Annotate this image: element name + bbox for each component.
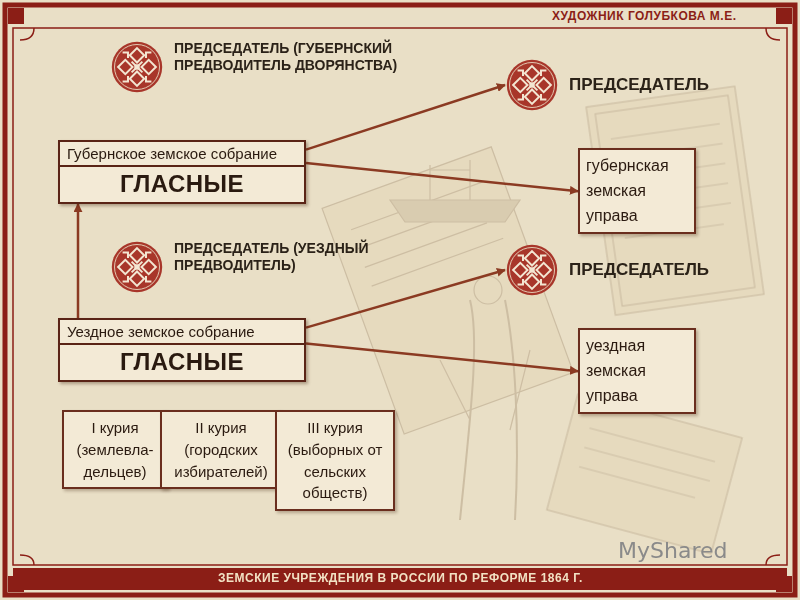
node-text: III курия (выборных от сельских обществ) xyxy=(281,417,389,504)
node-text: ПРЕДСЕДАТЕЛЬ xyxy=(569,75,709,95)
arrow-connector xyxy=(306,163,578,191)
chairman-heading: ПРЕДСЕДАТЕЛЬ (ГУБЕРНСКИЙ ПРЕДВОДИТЕЛЬ ДВ… xyxy=(110,40,446,94)
node-text: губернская земская управа xyxy=(586,154,688,228)
assembly-box: Уездное земское собраниеГЛАСНЫЕ xyxy=(58,318,306,382)
ornament-emblem xyxy=(110,40,164,94)
chairman-heading: ПРЕДСЕДАТЕЛЬ (УЕЗДНЫЙ ПРЕДВОДИТЕЛЬ) xyxy=(110,240,446,294)
ornament-emblem xyxy=(110,240,164,294)
node-text: Уездное земское собрание xyxy=(60,320,304,345)
ornament-emblem xyxy=(505,243,559,297)
arrow-connector xyxy=(77,204,80,318)
curia-box: I курия (землевла-дельцев) xyxy=(62,410,168,489)
board-box: уездная земская управа xyxy=(578,328,696,414)
board-box: губернская земская управа xyxy=(578,148,696,234)
watermark: MyShared xyxy=(618,538,727,563)
node-text: ГЛАСНЫЕ xyxy=(60,345,304,380)
arrow-connector xyxy=(306,270,505,328)
node-text: II курия (городских избирателей) xyxy=(166,417,276,482)
arrow-connector xyxy=(306,344,578,372)
assembly-box: Губернское земское собраниеГЛАСНЫЕ xyxy=(58,140,306,204)
chairman-node: ПРЕДСЕДАТЕЛЬ xyxy=(505,243,725,297)
arrow-connector xyxy=(306,85,505,150)
node-text: ПРЕДСЕДАТЕЛЬ (УЕЗДНЫЙ ПРЕДВОДИТЕЛЬ) xyxy=(174,240,446,274)
ornament-emblem xyxy=(505,58,559,112)
node-text: ПРЕДСЕДАТЕЛЬ xyxy=(569,260,709,280)
node-text: ГЛАСНЫЕ xyxy=(60,167,304,202)
node-text: Губернское земское собрание xyxy=(60,142,304,167)
curia-box: II курия (городских избирателей) xyxy=(160,410,282,489)
node-text: уездная земская управа xyxy=(586,334,688,408)
chairman-node: ПРЕДСЕДАТЕЛЬ xyxy=(505,58,725,112)
footer-caption: ЗЕМСКИЕ УЧРЕЖДЕНИЯ В РОССИИ ПО РЕФОРМЕ 1… xyxy=(218,571,583,585)
curia-box: III курия (выборных от сельских обществ) xyxy=(275,410,395,511)
artist-credit: ХУДОЖНИК ГОЛУБКОВА М.Е. xyxy=(548,9,740,23)
node-text: I курия (землевла-дельцев) xyxy=(68,417,162,482)
node-text: ПРЕДСЕДАТЕЛЬ (ГУБЕРНСКИЙ ПРЕДВОДИТЕЛЬ ДВ… xyxy=(174,40,446,74)
